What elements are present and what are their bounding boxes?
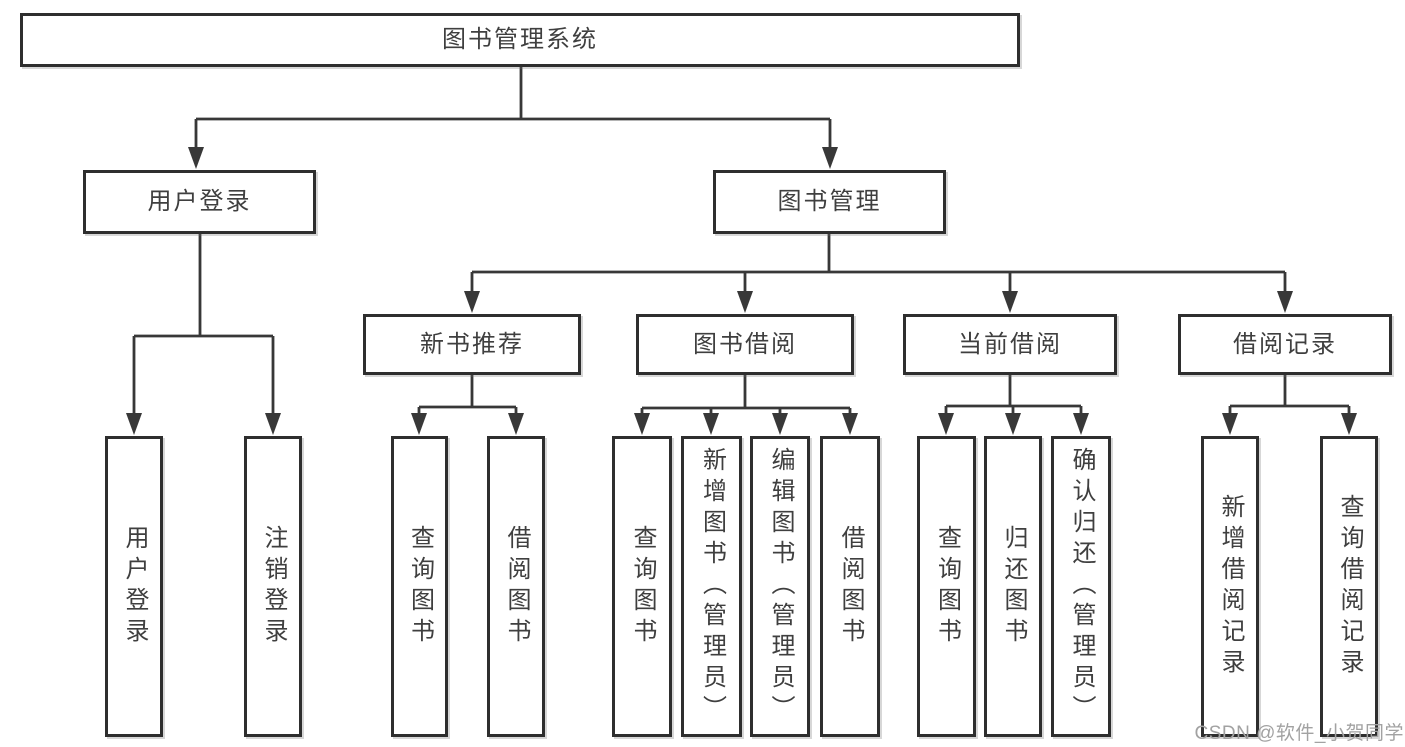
leaf-cb-query-books: 查询图书: [917, 436, 976, 737]
leaf-cb-confirm-return-admin: 确认归还（管理员）: [1051, 436, 1111, 737]
leaf-nbr-borrow-books: 借阅图书: [487, 436, 545, 737]
leaf-bb-borrow-books: 借阅图书: [820, 436, 880, 737]
node-book-management: 图书管理: [713, 170, 946, 234]
leaf-bb-edit-books-admin: 编辑图书（管理员）: [750, 436, 810, 737]
leaf-cb-return-books: 归还图书: [984, 436, 1042, 737]
node-current-borrowing: 当前借阅: [903, 314, 1117, 375]
node-user-login: 用户登录: [83, 170, 316, 234]
node-new-book-recommend: 新书推荐: [363, 314, 581, 375]
watermark-text: CSDN @软件_小贺同学: [1194, 723, 1404, 744]
leaf-bb-add-books-admin: 新增图书（管理员）: [681, 436, 742, 737]
leaf-nbr-query-books: 查询图书: [391, 436, 448, 737]
node-book-borrowing: 图书借阅: [636, 314, 854, 375]
leaf-logout: 注销登录: [244, 436, 302, 737]
leaf-br-query-borrow-record: 查询借阅记录: [1320, 436, 1378, 737]
leaf-user-login: 用户登录: [105, 436, 163, 737]
leaf-br-add-borrow-record: 新增借阅记录: [1201, 436, 1259, 737]
arrow-heads: [126, 147, 1357, 435]
node-borrow-records: 借阅记录: [1178, 314, 1392, 375]
tree-edges: [132, 67, 1351, 416]
node-system-root: 图书管理系统: [20, 13, 1020, 67]
leaf-bb-query-books: 查询图书: [612, 436, 672, 737]
